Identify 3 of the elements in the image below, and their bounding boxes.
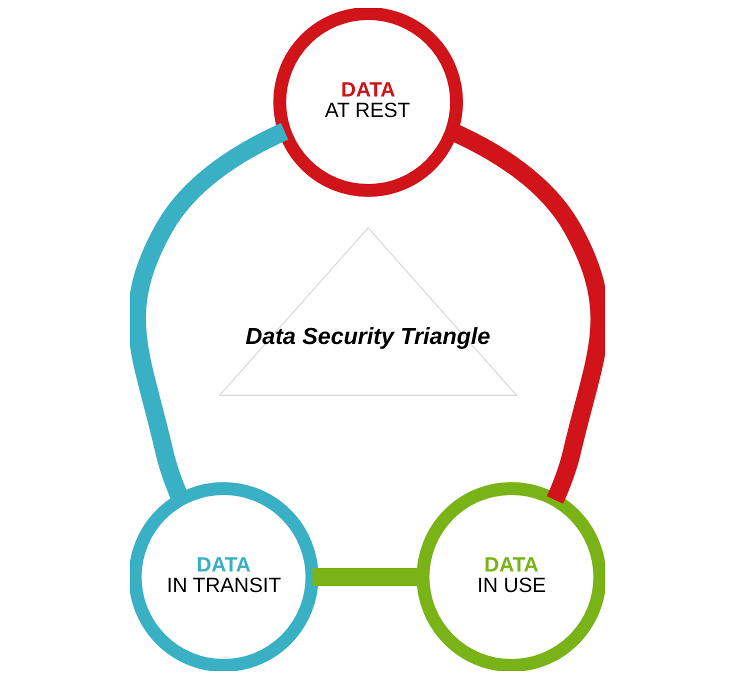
node-circle: DATA IN TRANSIT (130, 482, 318, 671)
node-circle: DATA AT REST (272, 8, 463, 197)
node-circle: DATA IN USE (416, 482, 604, 671)
